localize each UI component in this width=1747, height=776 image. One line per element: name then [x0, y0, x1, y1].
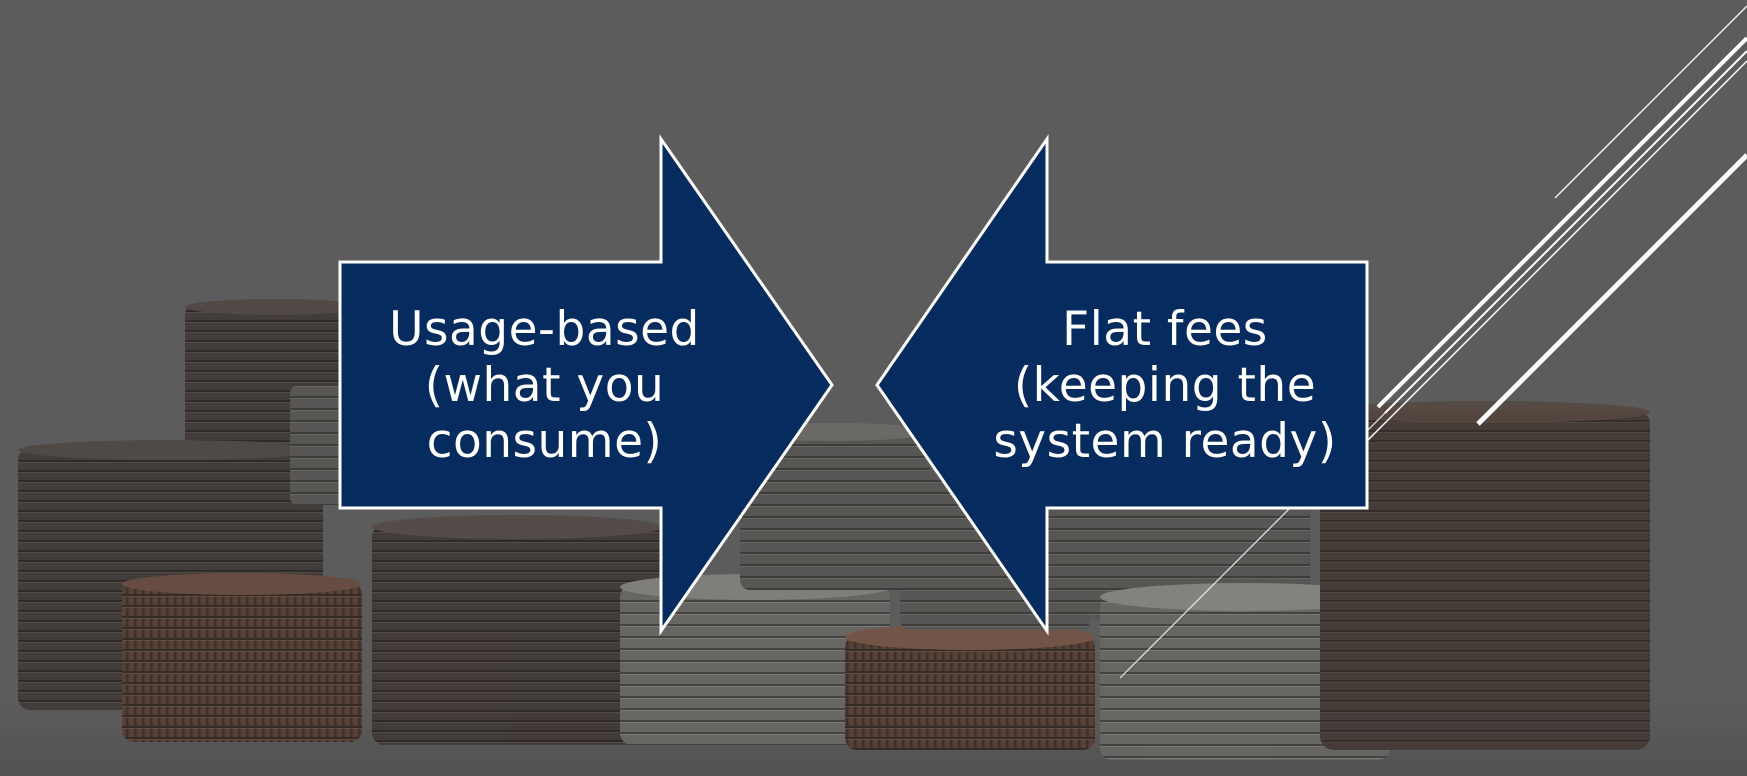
usage-based-label: Usage-based (what you consume) [342, 302, 747, 470]
flat-fees-line-2: (keeping the [1013, 358, 1317, 413]
arrow-right-shape [338, 134, 834, 636]
diagonal-lines [1119, 5, 1747, 679]
usage-based-line-1: Usage-based [389, 302, 700, 357]
flat-fees-line-1: Flat fees [1062, 302, 1268, 357]
arrow-left-shape [875, 134, 1369, 636]
usage-based-line-3: consume) [426, 414, 663, 469]
flat-fees-line-3: system ready) [993, 414, 1337, 469]
flat-fees-label: Flat fees (keeping the system ready) [960, 302, 1370, 470]
usage-based-line-2: (what you [424, 358, 665, 413]
coin-stacks-photo [18, 299, 1650, 760]
